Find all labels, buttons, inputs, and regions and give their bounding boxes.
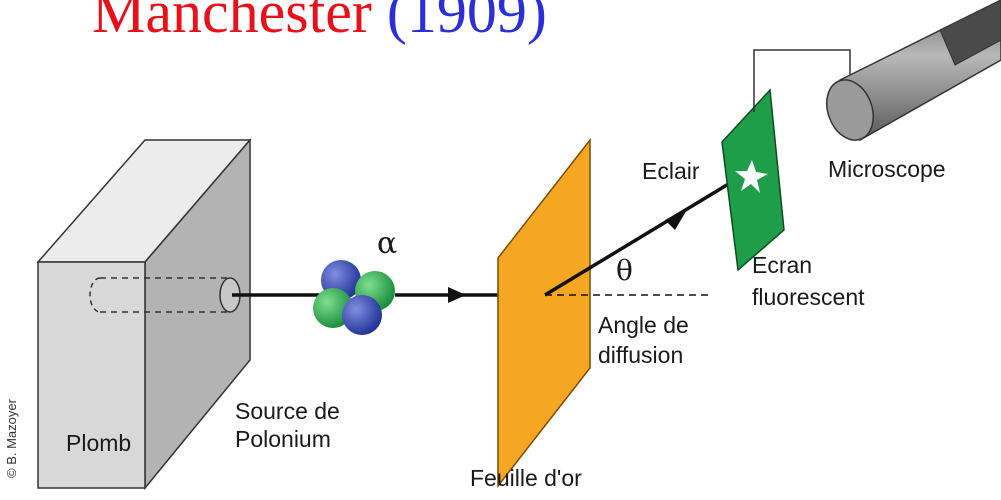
title-place: Manchester xyxy=(92,0,372,45)
label-feuille: Feuille d'or xyxy=(470,465,582,491)
label-plomb: Plomb xyxy=(66,430,132,456)
scattered-arrowhead xyxy=(665,208,688,230)
label-eclair: Eclair xyxy=(642,158,700,184)
label-source-line1: Source de xyxy=(235,398,340,424)
diagram-title: Manchester (1909) xyxy=(92,0,547,42)
label-angle-line1: Angle de xyxy=(598,312,689,338)
lead-block-front xyxy=(37,261,146,489)
scattered-path xyxy=(544,172,746,297)
beam-arrowhead xyxy=(448,287,466,303)
label-microscope: Microscope xyxy=(828,156,946,182)
label-angle-line2: diffusion xyxy=(598,342,684,368)
gold-foil xyxy=(497,137,591,489)
neutron-sphere xyxy=(342,295,382,335)
label-alpha: α xyxy=(377,226,398,261)
alpha-particle xyxy=(313,260,395,335)
flash-icon xyxy=(735,160,768,193)
label-source-line2: Polonium xyxy=(235,426,331,452)
lead-block xyxy=(36,137,252,491)
microscope-icon xyxy=(826,0,1001,142)
label-theta: θ xyxy=(616,254,633,287)
label-ecran-line2: fluorescent xyxy=(752,284,865,310)
label-ecran-line1: Ecran xyxy=(752,252,813,278)
title-year: (1909) xyxy=(386,0,547,45)
image-credit: © B. Mazoyer xyxy=(4,399,19,478)
